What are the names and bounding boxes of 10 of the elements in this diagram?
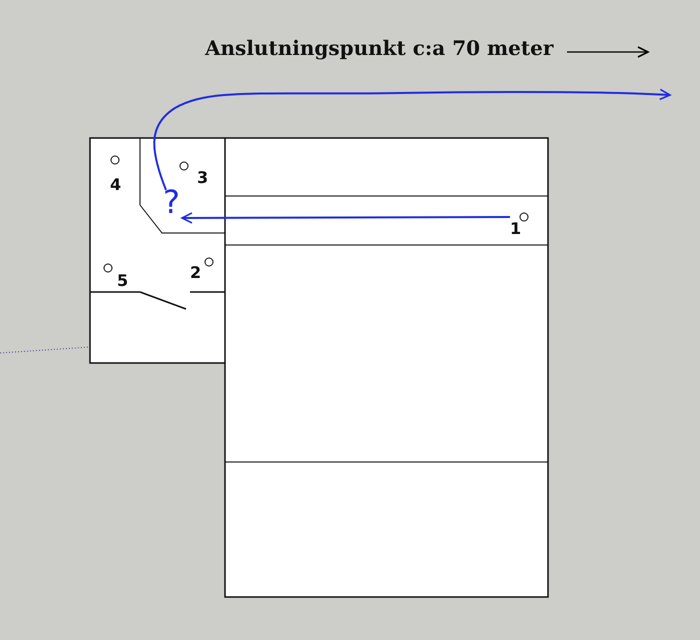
arrow xyxy=(567,46,649,58)
connection-point-note: Anslutningspunkt c:a 70 meter xyxy=(205,38,554,58)
arrow xyxy=(153,88,671,190)
point-number: 2 xyxy=(190,265,202,281)
question-mark: ? xyxy=(163,186,180,218)
point-number: 1 xyxy=(510,221,522,237)
arrow xyxy=(181,212,510,224)
point-number: 4 xyxy=(110,177,122,193)
point-number: 5 xyxy=(117,273,128,289)
point-number: 3 xyxy=(197,170,208,186)
